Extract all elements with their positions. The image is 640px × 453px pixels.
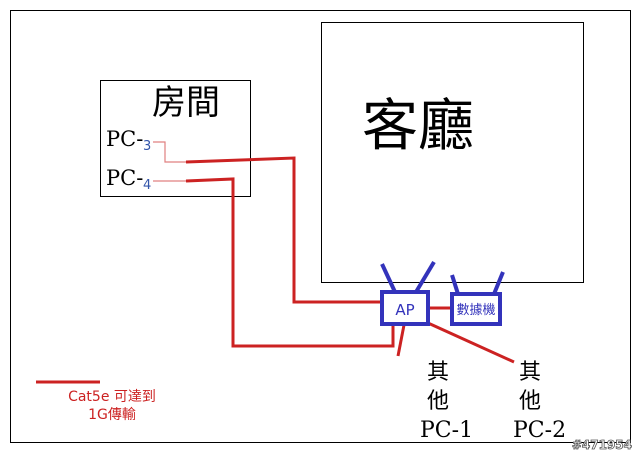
- cable-pc4-to-ap: [185, 177, 395, 348]
- legend-text-line2: 1G傳輸: [88, 407, 136, 423]
- ap-label: AP: [395, 301, 414, 319]
- modem-label: 數據機: [456, 303, 495, 318]
- other-pc2-line1: 其: [519, 360, 541, 385]
- modem-antenna-right: [492, 271, 505, 295]
- living-room-label: 客廳: [362, 94, 474, 159]
- ap-box: [380, 290, 430, 326]
- port-pc3-number: 3: [143, 139, 151, 154]
- pc3-patch-line: [153, 141, 186, 163]
- other-pc1-line2: 他: [427, 389, 449, 414]
- diagram-frame: [10, 10, 631, 443]
- bedroom-label: 房間: [152, 83, 220, 123]
- legend: Cat5e 可達到 1G傳輸: [36, 380, 156, 423]
- port-pc3-prefix: PC-: [106, 127, 143, 151]
- ap-antenna-left: [380, 263, 397, 293]
- cable-ap-to-pc1: [396, 324, 406, 357]
- other-pc1-line1: 其: [427, 360, 449, 385]
- ap-router: AP: [380, 260, 436, 326]
- port-pc4-prefix: PC-: [106, 166, 143, 190]
- other-pc1-line3: PC-1: [420, 418, 473, 443]
- other-pc2-line2: 他: [519, 389, 541, 414]
- other-pc2-label: 其 他 PC-2: [513, 360, 566, 443]
- modem-antenna-left: [450, 274, 460, 295]
- ap-antenna-right: [414, 260, 436, 294]
- legend-text-line1: Cat5e 可達到: [68, 389, 156, 405]
- port-pc4-number: 4: [143, 178, 151, 193]
- cable-pc3-to-ap: [185, 156, 381, 304]
- cable-ap-to-pc2: [427, 321, 515, 364]
- other-pc2-line3: PC-2: [513, 418, 566, 443]
- modem-device: 數據機: [450, 271, 505, 326]
- bedroom-box: [100, 80, 251, 197]
- other-pc1-label: 其 他 PC-1: [420, 360, 473, 443]
- modem-box: [450, 292, 502, 326]
- image-id-watermark: #471954: [572, 438, 632, 452]
